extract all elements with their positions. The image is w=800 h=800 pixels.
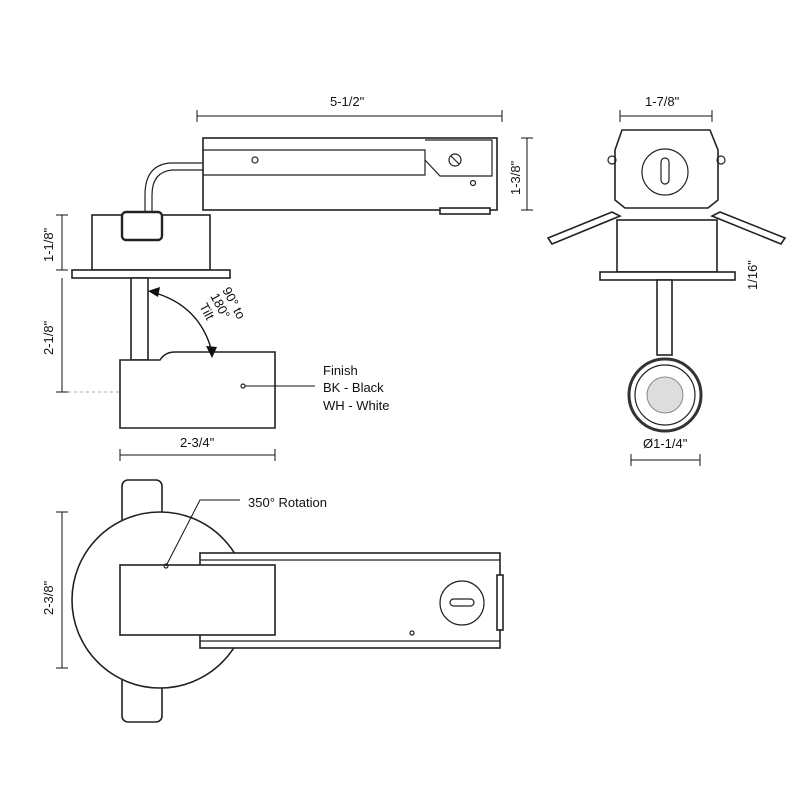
dimension-lamp-diameter: Ø1-1/4" (630, 436, 701, 466)
dimension-stem-height: 2-1/8" (41, 278, 68, 393)
dimension-length-label: 5-1/2" (330, 94, 365, 109)
tilt-label-3: Tilt (196, 300, 217, 322)
finish-callout: Finish BK - Black WH - White (245, 363, 389, 413)
side-view: 5-1/2" 1-3/8" 1-1/8" 2-1/8" (41, 94, 533, 461)
housing (202, 137, 498, 215)
dimension-length: 5-1/2" (196, 94, 503, 122)
front-view: 1-7/8" 1/16" Ø1-1/4" (546, 94, 787, 466)
top-view: 350° Rotation 2-3/8" (41, 479, 504, 723)
dimension-lamp-width-label: 2-3/4" (180, 435, 215, 450)
finish-option-white: WH - White (323, 398, 389, 413)
dimension-jbox-height-label: 1-1/8" (41, 227, 56, 262)
stem (130, 277, 149, 361)
finish-title: Finish (323, 363, 358, 378)
dimension-front-width-label: 1-7/8" (645, 94, 680, 109)
conduit (144, 162, 203, 215)
flange (71, 269, 231, 279)
dimension-front-width: 1-7/8" (619, 94, 713, 122)
dimension-lamp-width: 2-3/4" (119, 435, 276, 461)
dimension-flange-thickness-label: 1/16" (745, 260, 760, 290)
tilt-arrow: 90° to 180° Tilt (148, 284, 249, 358)
lens (646, 376, 684, 414)
dimension-housing-height-label: 1-3/8" (508, 160, 523, 195)
dimension-housing-height: 1-3/8" (508, 137, 533, 211)
finish-option-black: BK - Black (323, 380, 384, 395)
rotation-label: 350° Rotation (248, 495, 327, 510)
dimension-stem-height-label: 2-1/8" (41, 320, 56, 355)
dimension-top-width: 2-3/8" (41, 511, 68, 669)
dimension-lamp-diameter-label: Ø1-1/4" (643, 436, 688, 451)
dimension-jbox-height: 1-1/8" (41, 214, 68, 271)
dimension-top-width-label: 2-3/8" (41, 580, 56, 615)
lamp-body (119, 351, 276, 429)
connector (120, 210, 164, 242)
rotation-callout: 350° Rotation (163, 495, 327, 569)
